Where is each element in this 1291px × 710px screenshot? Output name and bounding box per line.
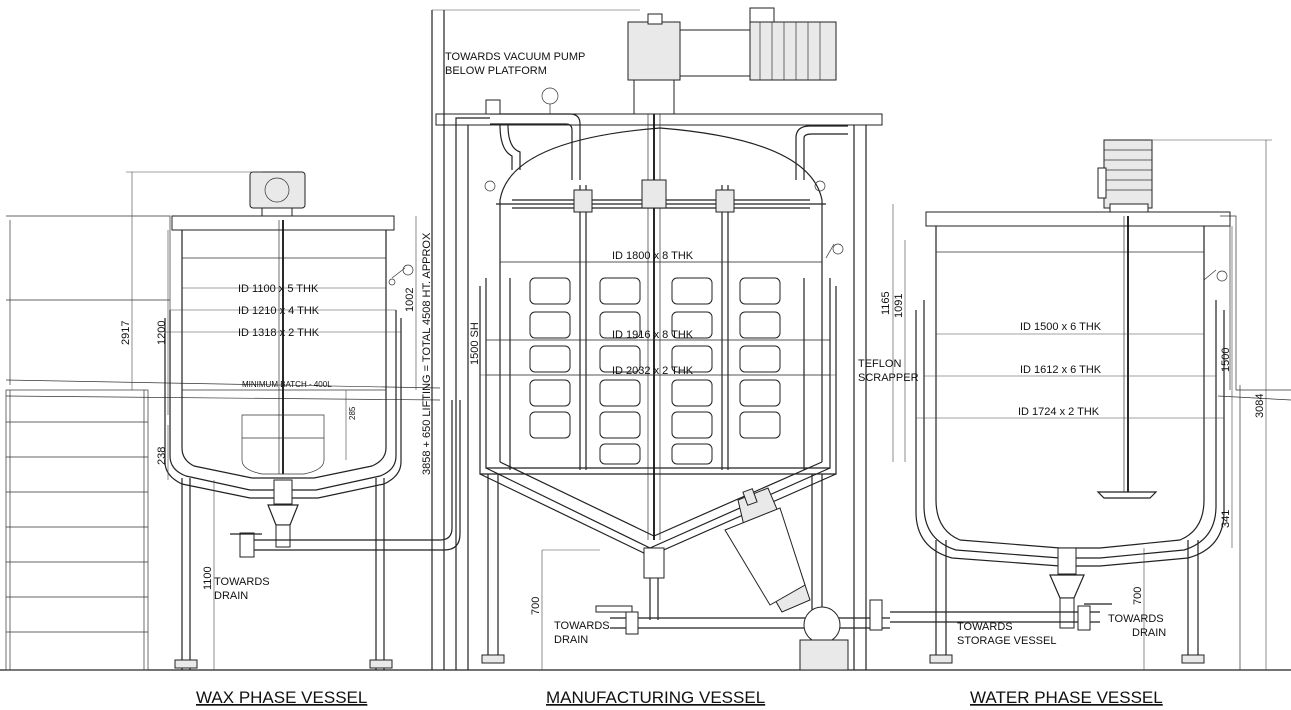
min-batch-label: MINIMUM BATCH - 400L: [242, 380, 332, 389]
dim-1002: 1002: [404, 288, 416, 312]
teflon-line1: TEFLON: [858, 358, 901, 370]
teflon-line2: SCRAPPER: [858, 372, 919, 384]
vacuum-note-line1: TOWARDS VACUUM PUMP: [445, 51, 585, 63]
dim-700-mid: 700: [530, 597, 542, 615]
mfg-dim-id1: ID 1800 x 8 THK: [612, 250, 694, 262]
dim-1165: 1165: [880, 291, 892, 315]
drain-mid-line1: TOWARDS: [554, 620, 610, 632]
dim-lifting-total: 3858 + 650 LIFTING = TOTAL 4508 HT. APPR…: [421, 232, 433, 475]
water-dim-id2: ID 1612 x 6 THK: [1020, 364, 1102, 376]
scraper-blades: [529, 277, 781, 465]
dim-238: 238: [156, 447, 168, 465]
drain-right-line1: TOWARDS: [1108, 613, 1164, 625]
vacuum-note-line2: BELOW PLATFORM: [445, 65, 547, 77]
drain-mid-line2: DRAIN: [554, 634, 588, 646]
dim-1500-right: 1500: [1220, 348, 1232, 372]
water-dim-id3: ID 1724 x 2 THK: [1018, 406, 1100, 418]
water-dim-id1: ID 1500 x 6 THK: [1020, 321, 1102, 333]
dimension-lines: [126, 9, 1272, 670]
dim-1200: 1200: [156, 321, 168, 345]
top-drive-motor: [627, 7, 837, 115]
dim-285: 285: [348, 406, 357, 420]
left-staircase: [5, 215, 441, 671]
drain-right-line2: DRAIN: [1132, 627, 1166, 639]
dim-1500-sh: 1500 SH: [469, 322, 481, 365]
drain-left-line2: DRAIN: [214, 590, 248, 602]
wax-phase-vessel: [164, 171, 414, 670]
dim-3084: 3084: [1254, 394, 1266, 418]
dim-2917: 2917: [120, 321, 132, 345]
manufacturing-vessel: [431, 7, 890, 671]
wax-dim-id1: ID 1100 x 5 THK: [238, 283, 319, 295]
wax-dim-id3: ID 1318 x 2 THK: [238, 327, 320, 339]
vacuum-line: [455, 87, 581, 192]
drain-left-line1: TOWARDS: [214, 576, 270, 588]
mfg-dim-id2: ID 1916 x 8 THK: [612, 329, 694, 341]
title-manufacturing-vessel: MANUFACTURING VESSEL: [546, 688, 765, 707]
dim-1091: 1091: [893, 294, 905, 318]
bottom-homogenizer: [724, 487, 811, 613]
right-piping: [795, 125, 848, 259]
dim-700-right: 700: [1132, 587, 1144, 605]
dim-341: 341: [1220, 510, 1232, 528]
annotations: TOWARDS VACUUM PUMP BELOW PLATFORM ID 11…: [120, 51, 1266, 647]
storage-line1: TOWARDS: [957, 621, 1013, 633]
storage-line2: STORAGE VESSEL: [957, 635, 1056, 647]
title-wax-phase-vessel: WAX PHASE VESSEL: [196, 688, 367, 707]
wax-dim-id2: ID 1210 x 4 THK: [238, 305, 320, 317]
transfer-pump: [799, 599, 883, 671]
water-phase-vessel: [890, 139, 1291, 670]
mfg-dim-id3: ID 2032 x 2 THK: [612, 365, 694, 377]
title-water-phase-vessel: WATER PHASE VESSEL: [970, 688, 1163, 707]
dim-1100: 1100: [202, 566, 214, 590]
